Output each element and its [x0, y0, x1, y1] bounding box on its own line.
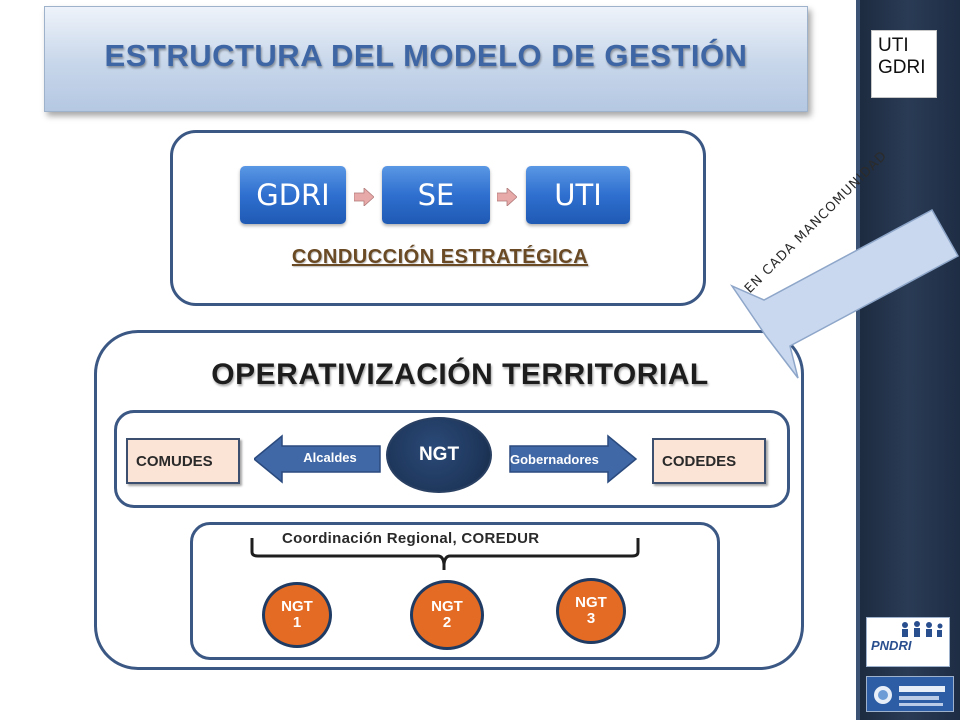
ngt-center-node: NGT	[386, 417, 492, 493]
pndri-logo-text: PNDRI	[871, 638, 912, 653]
ngt-3-node: NGT 3	[556, 578, 626, 644]
coordination-label: Coordinación Regional, COREDUR	[282, 530, 540, 547]
uti-gdri-box: UTI GDRI	[871, 30, 937, 98]
people-icon	[902, 621, 943, 637]
codedes-box: CODEDES	[652, 438, 766, 484]
sidebar-strip	[856, 0, 960, 720]
comudes-box: COMUDES	[126, 438, 240, 484]
operativizacion-title: OPERATIVIZACIÓN TERRITORIAL	[211, 358, 709, 391]
pndri-logo: PNDRI	[866, 617, 950, 667]
flow-arrow-icon	[354, 188, 374, 206]
flow-node-gdri: GDRI	[240, 166, 346, 224]
gobierno-emblem-icon	[874, 686, 945, 706]
regional-box	[190, 522, 720, 660]
ngt-3-number: 3	[586, 610, 596, 627]
ngt-2-label: NGT	[431, 598, 463, 615]
brace-icon	[250, 538, 640, 570]
flow-node-se: SE	[382, 166, 490, 224]
ngt-1-label: NGT	[281, 598, 313, 615]
right-arrow-icon	[509, 434, 638, 484]
gdri-label: GDRI	[878, 57, 926, 78]
ngt-1-number: 1	[292, 614, 302, 631]
ngt-2-number: 2	[442, 614, 452, 631]
uti-label: UTI	[878, 35, 909, 56]
alcaldes-label: Alcaldes	[303, 450, 357, 465]
title-banner: ESTRUCTURA DEL MODELO DE GESTIÓN	[44, 6, 808, 112]
flow-node-uti: UTI	[526, 166, 630, 224]
conduccion-label: CONDUCCIÓN ESTRATÉGICA	[291, 246, 589, 268]
gobernadores-label: Gobernadores	[510, 452, 599, 467]
ngt-3-label: NGT	[575, 594, 607, 611]
ngt-row-box	[114, 410, 790, 508]
ngt-2-node: NGT 2	[410, 580, 484, 650]
ngt-1-node: NGT 1	[262, 582, 332, 648]
gobierno-logo	[866, 676, 954, 712]
mancomunidad-arrow-icon	[729, 208, 960, 379]
flow-arrow-icon	[497, 188, 517, 206]
left-arrow-icon	[254, 434, 381, 484]
page-title: ESTRUCTURA DEL MODELO DE GESTIÓN	[104, 38, 748, 73]
